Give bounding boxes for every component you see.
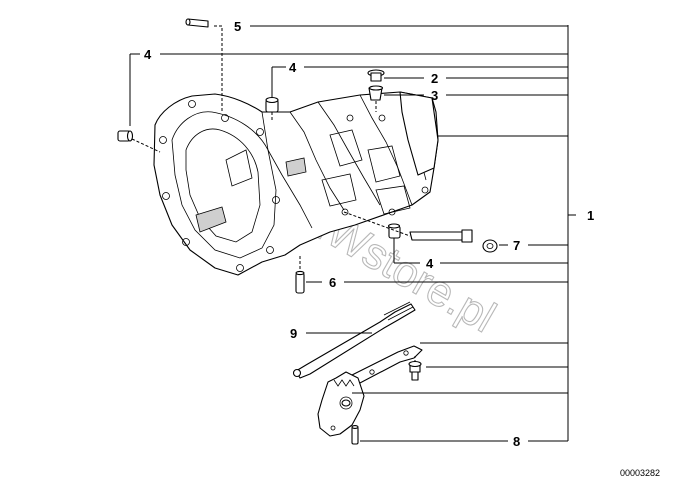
- dowel-pin-top[interactable]: [185, 18, 209, 28]
- callout-7: 7: [513, 238, 520, 253]
- selector-rod[interactable]: [292, 301, 416, 379]
- shaft-seal[interactable]: [482, 239, 498, 253]
- callout-4-top: 4: [289, 60, 297, 75]
- callout-8: 8: [513, 434, 520, 449]
- callout-2: 2: [431, 71, 438, 86]
- plug-left[interactable]: [117, 130, 134, 142]
- callout-6: 6: [329, 275, 336, 290]
- leader-lines: [129, 25, 576, 442]
- callout-4-right: 4: [426, 256, 434, 271]
- selector-lever[interactable]: [351, 345, 423, 385]
- plug-right[interactable]: [387, 223, 401, 239]
- spring-pin[interactable]: [351, 425, 359, 445]
- plug-top[interactable]: [265, 96, 279, 113]
- selector-shaft[interactable]: [409, 229, 473, 243]
- diagram-reference-code: 00003282: [620, 468, 660, 478]
- dowel-pin-bottom[interactable]: [295, 270, 305, 294]
- callout-9: 9: [290, 326, 297, 341]
- transmission-housing[interactable]: [153, 91, 439, 276]
- detent-segment[interactable]: [317, 371, 365, 437]
- callout-5: 5: [234, 19, 241, 34]
- lever-bolt[interactable]: [408, 360, 422, 381]
- callout-3: 3: [431, 88, 438, 103]
- breather-cap[interactable]: [367, 69, 385, 82]
- callout-4-left: 4: [144, 47, 152, 62]
- callout-1: 1: [587, 208, 594, 223]
- breather-valve[interactable]: [368, 85, 384, 101]
